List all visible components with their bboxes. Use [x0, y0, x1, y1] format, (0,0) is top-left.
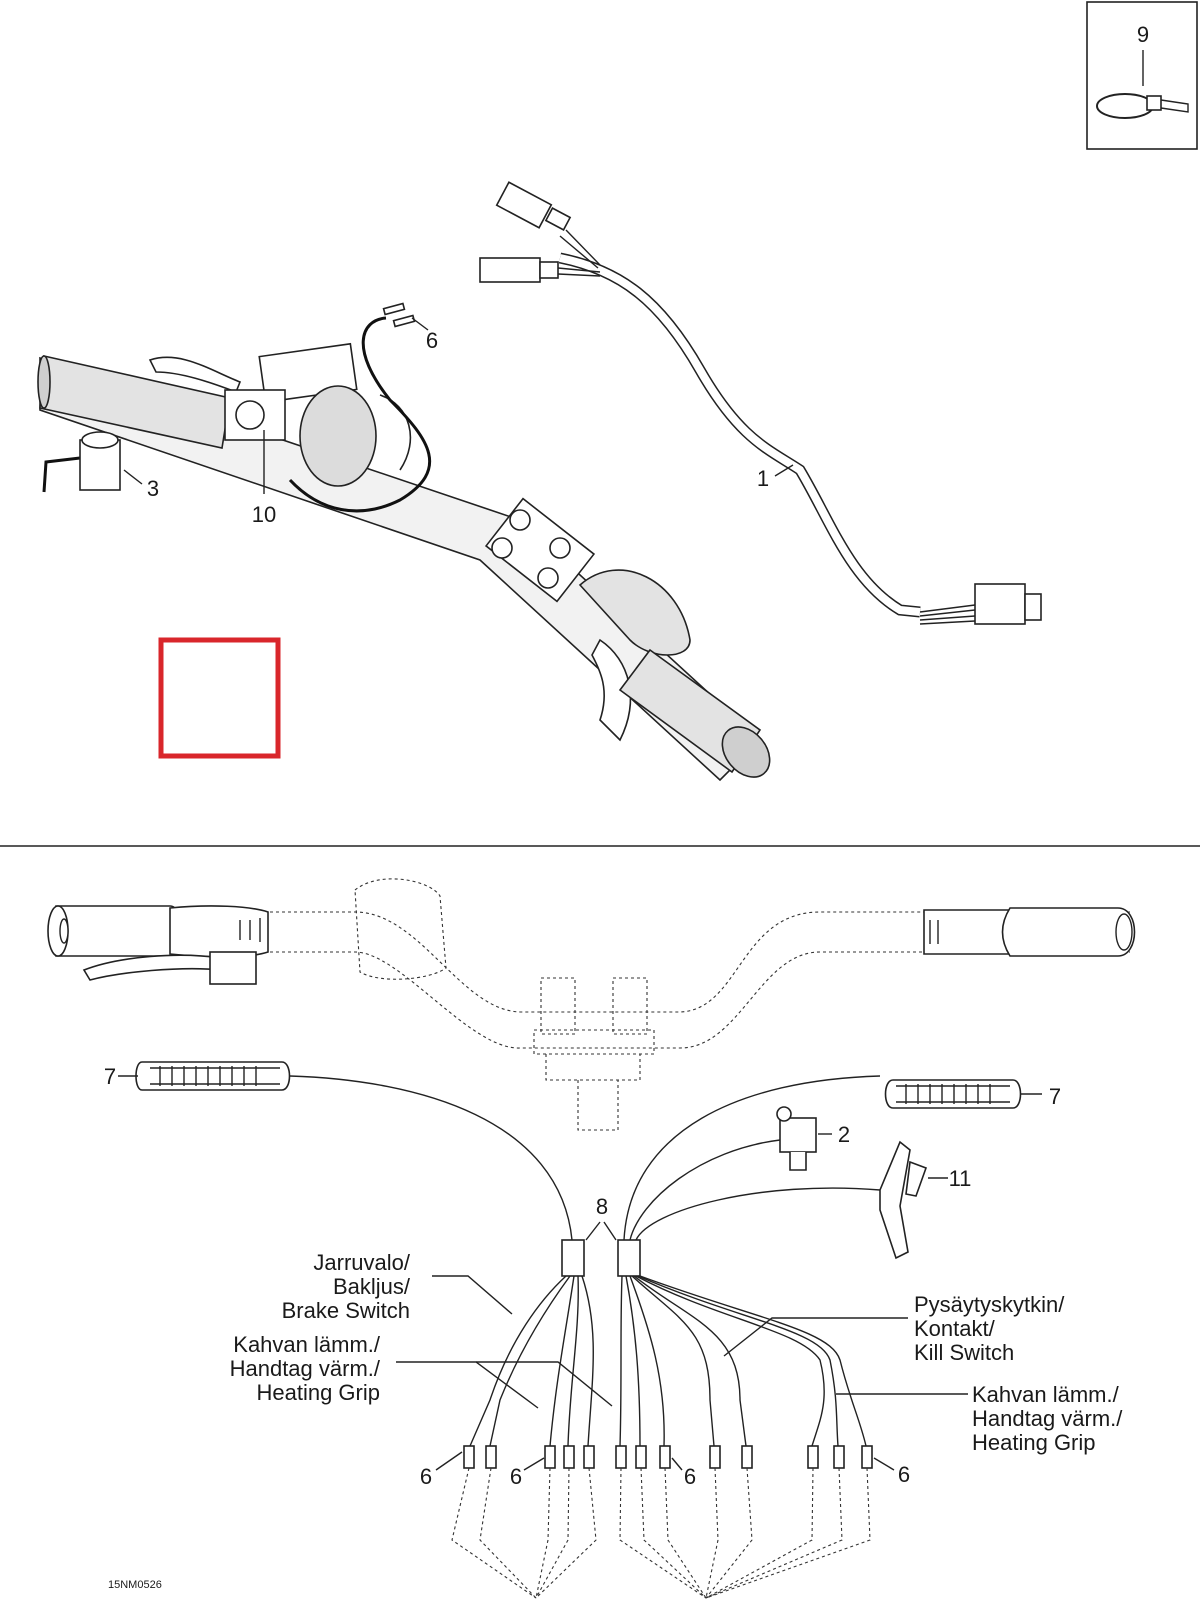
kill-label-line-1: Pysäytyskytkin/	[914, 1292, 1065, 1317]
brake-label-line-1: Jarruvalo/	[313, 1250, 410, 1275]
kill-switch-2: 2	[776, 1106, 850, 1171]
heating-left-line-3: Heating Grip	[256, 1380, 380, 1405]
callout-10: 10	[252, 502, 276, 527]
heating-left-line-1: Kahvan lämm./	[233, 1332, 381, 1357]
callout-9: 9	[1137, 22, 1149, 47]
callout-6-c: 6	[684, 1464, 696, 1489]
connector-lower	[919, 583, 1042, 625]
brake-switch-label: Jarruvalo/ Bakljus/ Brake Switch	[282, 1250, 411, 1323]
heating-wire-top: 6	[288, 302, 438, 513]
heating-grip-label-right: Kahvan lämm./ Handtag värm./ Heating Gri…	[972, 1382, 1123, 1455]
connector-upper	[495, 181, 601, 269]
brake-label-line-3: Brake Switch	[282, 1298, 410, 1323]
kill-switch-label: Pysäytyskytkin/ Kontakt/ Kill Switch	[914, 1292, 1065, 1365]
callout-6-top: 6	[426, 328, 438, 353]
heating-right-line-3: Heating Grip	[972, 1430, 1096, 1455]
label-leaders	[396, 1275, 968, 1409]
callout-1: 1	[757, 466, 769, 491]
callout-3: 3	[147, 476, 159, 501]
wiring-harness: 1	[479, 181, 1042, 625]
highlight-box	[158, 637, 281, 759]
terminal-pins-bottom	[463, 1445, 873, 1469]
callout-7-left: 7	[104, 1064, 116, 1089]
brake-switch-11: 11	[879, 1140, 972, 1260]
heating-grip-label-left: Kahvan lämm./ Handtag värm./ Heating Gri…	[230, 1332, 381, 1405]
bar-clamp	[484, 497, 596, 603]
callout-6-d: 6	[898, 1462, 910, 1487]
wire-bundles	[469, 1275, 867, 1447]
connector-middle	[479, 257, 601, 283]
callout-2: 2	[838, 1122, 850, 1147]
kill-label-line-2: Kontakt/	[914, 1316, 996, 1341]
pin-callouts: 6 6 6 6	[420, 1451, 910, 1489]
brake-label-line-2: Bakljus/	[333, 1274, 411, 1299]
wire-runs	[289, 1075, 881, 1241]
heating-left-line-2: Handtag värm./	[230, 1356, 381, 1381]
master-cylinder	[224, 342, 358, 441]
cable-tie-inset: 9	[1086, 1, 1198, 150]
callout-7-right: 7	[1049, 1084, 1061, 1109]
callout-6-a: 6	[420, 1464, 432, 1489]
heating-right-line-1: Kahvan lämm./	[972, 1382, 1120, 1407]
terminal-pins-top	[382, 302, 416, 328]
grip-heater-right: 7	[884, 1079, 1061, 1109]
callout-10-group: 10	[252, 430, 276, 527]
switch-3: 3	[42, 431, 159, 501]
drawing-code: 15NM0526	[108, 1579, 162, 1591]
kill-label-line-3: Kill Switch	[914, 1340, 1014, 1365]
grip-heater-left: 7	[104, 1061, 291, 1091]
sleeves-8: 8	[561, 1194, 641, 1277]
cable-tie-icon	[1096, 93, 1189, 119]
callout-6-b: 6	[510, 1464, 522, 1489]
callout-8: 8	[596, 1194, 608, 1219]
callout-11: 11	[949, 1166, 972, 1191]
handlebar-front-view	[47, 878, 1136, 1131]
dashed-routing	[451, 1467, 871, 1599]
handlebar-isometric	[37, 342, 771, 782]
heating-right-line-2: Handtag värm./	[972, 1406, 1123, 1431]
